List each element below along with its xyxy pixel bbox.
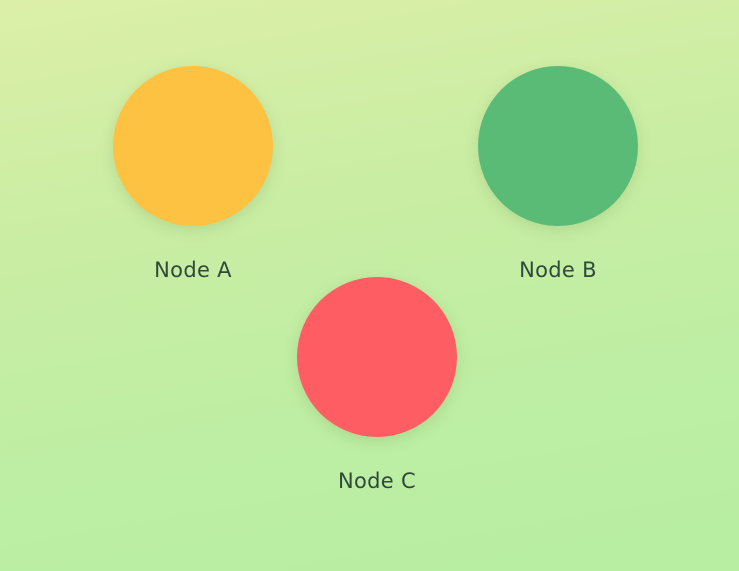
node-a-circle[interactable] bbox=[113, 66, 273, 226]
node-c-circle[interactable] bbox=[297, 277, 457, 437]
node-c-label: Node C bbox=[338, 469, 416, 493]
node-b-label: Node B bbox=[519, 258, 597, 282]
node-a-label: Node A bbox=[154, 258, 232, 282]
node-b-circle[interactable] bbox=[478, 66, 638, 226]
